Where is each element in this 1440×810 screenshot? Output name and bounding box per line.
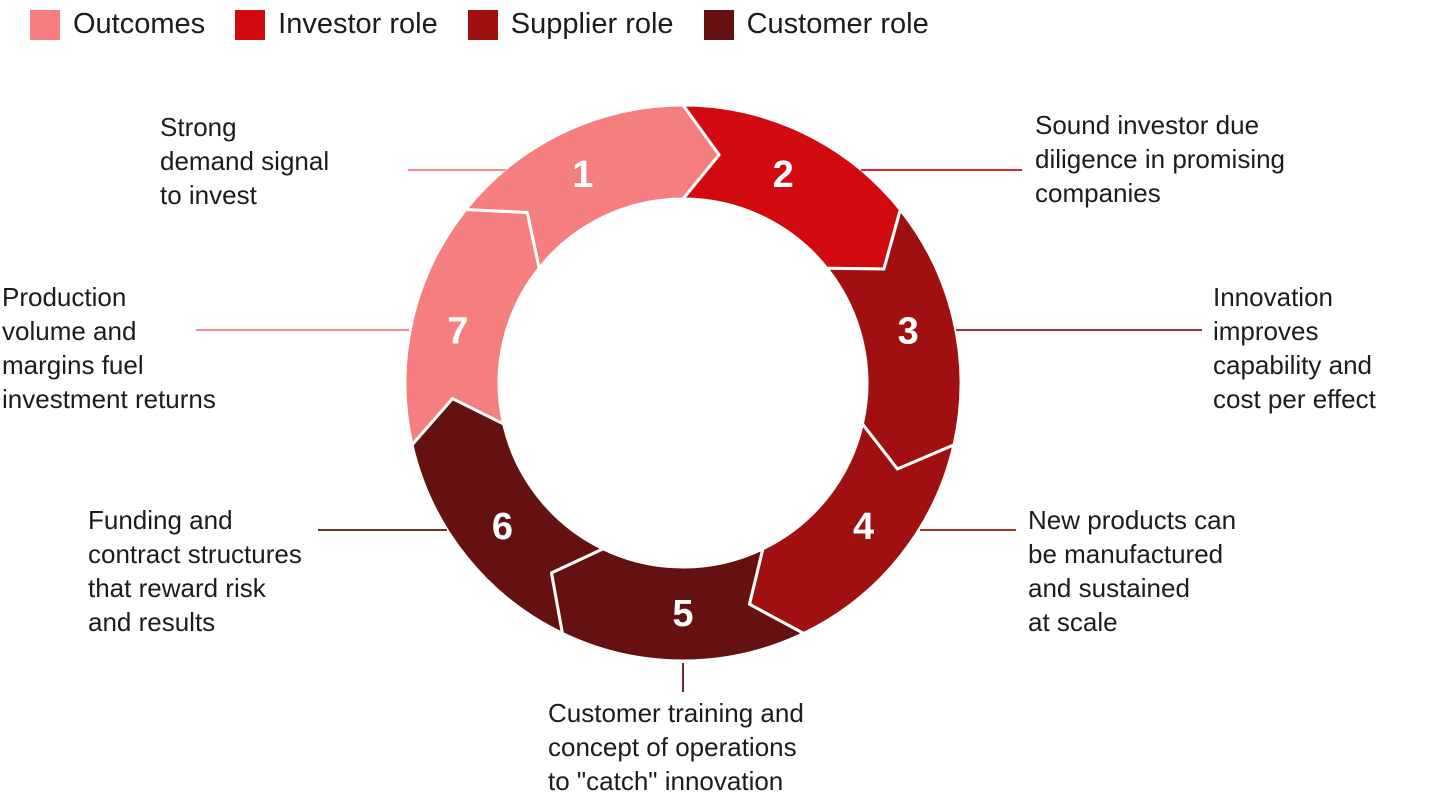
legend: Outcomes Investor role Supplier role Cus… [30,8,929,41]
segment-2-number: 2 [773,154,794,196]
segment-3-number: 3 [898,311,919,353]
legend-swatch-supplier-role [467,9,498,40]
legend-item-outcomes: Outcomes [30,8,205,41]
legend-item-customer-role: Customer role [703,8,929,41]
segment-5-annotation: Customer training and concept of operati… [548,698,804,797]
segment-1-annotation: Strong demand signal to invest [160,112,330,211]
legend-swatch-outcomes [30,9,60,40]
legend-label-outcomes: Outcomes [73,8,206,40]
legend-item-investor-role: Investor role [235,8,438,41]
segment-7-shape [403,208,541,447]
legend-swatch-customer-role [703,9,734,40]
segment-1-number: 1 [572,154,593,196]
legend-label-supplier-role: Supplier role [510,8,674,40]
segment-7-annotation: Production volume and margins fuel inves… [2,282,216,415]
segment-6-number: 6 [492,506,513,548]
legend-label-investor-role: Investor role [278,8,438,40]
segment-2-annotation: Sound investor due diligence in promisin… [1035,110,1286,209]
legend-label-customer-role: Customer role [746,8,929,40]
segment-6-annotation: Funding and contract structures that rew… [88,505,302,638]
segment-3-annotation: Innovation improves capability and cost … [1213,282,1376,415]
legend-swatch-investor-role [235,9,266,40]
segment-4-number: 4 [853,506,874,548]
segment-4-annotation: New products can be manufactured and sus… [1028,505,1237,638]
segment-5-number: 5 [672,593,693,635]
segment-7-number: 7 [447,311,468,353]
legend-item-supplier-role: Supplier role [467,8,674,41]
